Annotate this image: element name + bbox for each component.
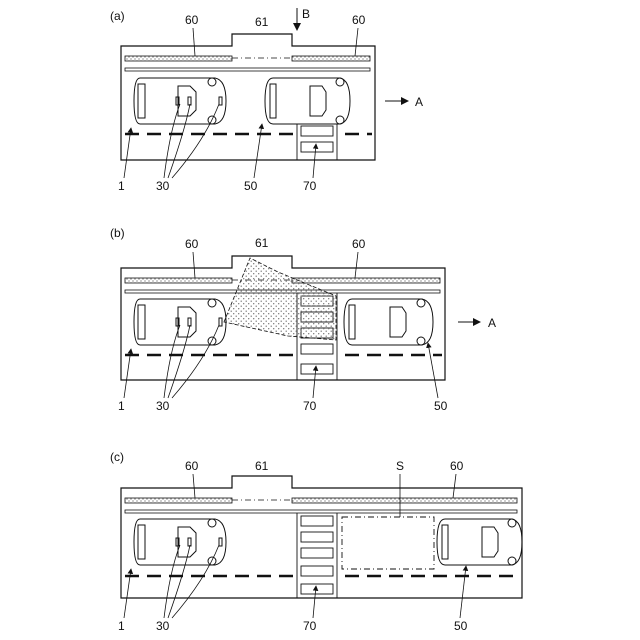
panel-c: (c) [110, 450, 522, 633]
ref-30: 30 [156, 399, 170, 413]
ref-70: 70 [303, 179, 317, 193]
ref-60-left: 60 [185, 459, 199, 473]
curb-line [125, 68, 370, 71]
leader-50 [460, 566, 466, 618]
leader-60-right [355, 252, 358, 278]
vehicle-1 [134, 299, 226, 345]
panel-c-label: (c) [110, 450, 124, 464]
leader-70 [313, 586, 316, 618]
ref-70: 70 [303, 399, 317, 413]
leader-60-left [193, 28, 195, 56]
ref-1: 1 [118, 619, 125, 633]
sidewalk-right [292, 278, 440, 283]
sidewalk-left [125, 278, 232, 283]
vehicle-50 [265, 78, 350, 124]
sidewalk-right [292, 498, 517, 503]
direction-label: A [488, 316, 496, 330]
ref-60-left: 60 [185, 13, 199, 27]
crosswalk [297, 124, 337, 160]
ref-70: 70 [303, 619, 317, 633]
ref-50: 50 [434, 399, 448, 413]
leader-70 [313, 144, 316, 178]
leader-1 [124, 128, 131, 178]
sensor-30 [188, 97, 191, 105]
ref-60-right: 60 [352, 13, 366, 27]
leader-60-left [193, 474, 195, 498]
sensor-detection-area [224, 258, 336, 340]
space-s [342, 517, 434, 569]
ref-1: 1 [118, 399, 125, 413]
leader-60-right [355, 28, 358, 56]
ref-30: 30 [156, 179, 170, 193]
sensor-30 [219, 318, 222, 326]
crosswalk [297, 513, 337, 598]
sensor-30 [219, 97, 222, 105]
vehicle-1 [134, 78, 226, 124]
leader-60-left [193, 252, 195, 278]
leader-50 [254, 124, 262, 178]
ref-60-left: 60 [185, 237, 199, 251]
vehicle-50 [437, 519, 522, 565]
ref-50: 50 [244, 179, 258, 193]
sidewalk-left [125, 498, 232, 503]
leader-70 [313, 366, 316, 398]
ref-61: 61 [255, 15, 269, 29]
ref-50: 50 [454, 619, 468, 633]
leader-60-right [453, 474, 456, 498]
vehicle-50 [344, 299, 433, 345]
sensor-30 [188, 538, 191, 546]
panel-a-label: (a) [110, 9, 125, 23]
panel-b-label: (b) [110, 226, 125, 240]
panel-b: (b) [110, 226, 496, 413]
leader-1 [124, 349, 131, 398]
vehicle-1 [134, 519, 226, 565]
sidewalk-left [125, 56, 232, 61]
ref-61: 61 [255, 236, 269, 250]
sidewalk-right [292, 56, 370, 61]
ref-60-right: 60 [450, 459, 464, 473]
curb-line [125, 510, 517, 513]
ref-30: 30 [156, 619, 170, 633]
direction-label: A [415, 95, 423, 109]
ref-61: 61 [255, 459, 269, 473]
ref-space-s: S [396, 459, 404, 473]
leader-50 [428, 343, 438, 398]
ref-1: 1 [118, 179, 125, 193]
sensor-30 [188, 318, 191, 326]
panel-a: (a) [110, 7, 423, 193]
sensor-30 [219, 538, 222, 546]
ref-60-right: 60 [352, 237, 366, 251]
view-label: B [302, 7, 310, 21]
